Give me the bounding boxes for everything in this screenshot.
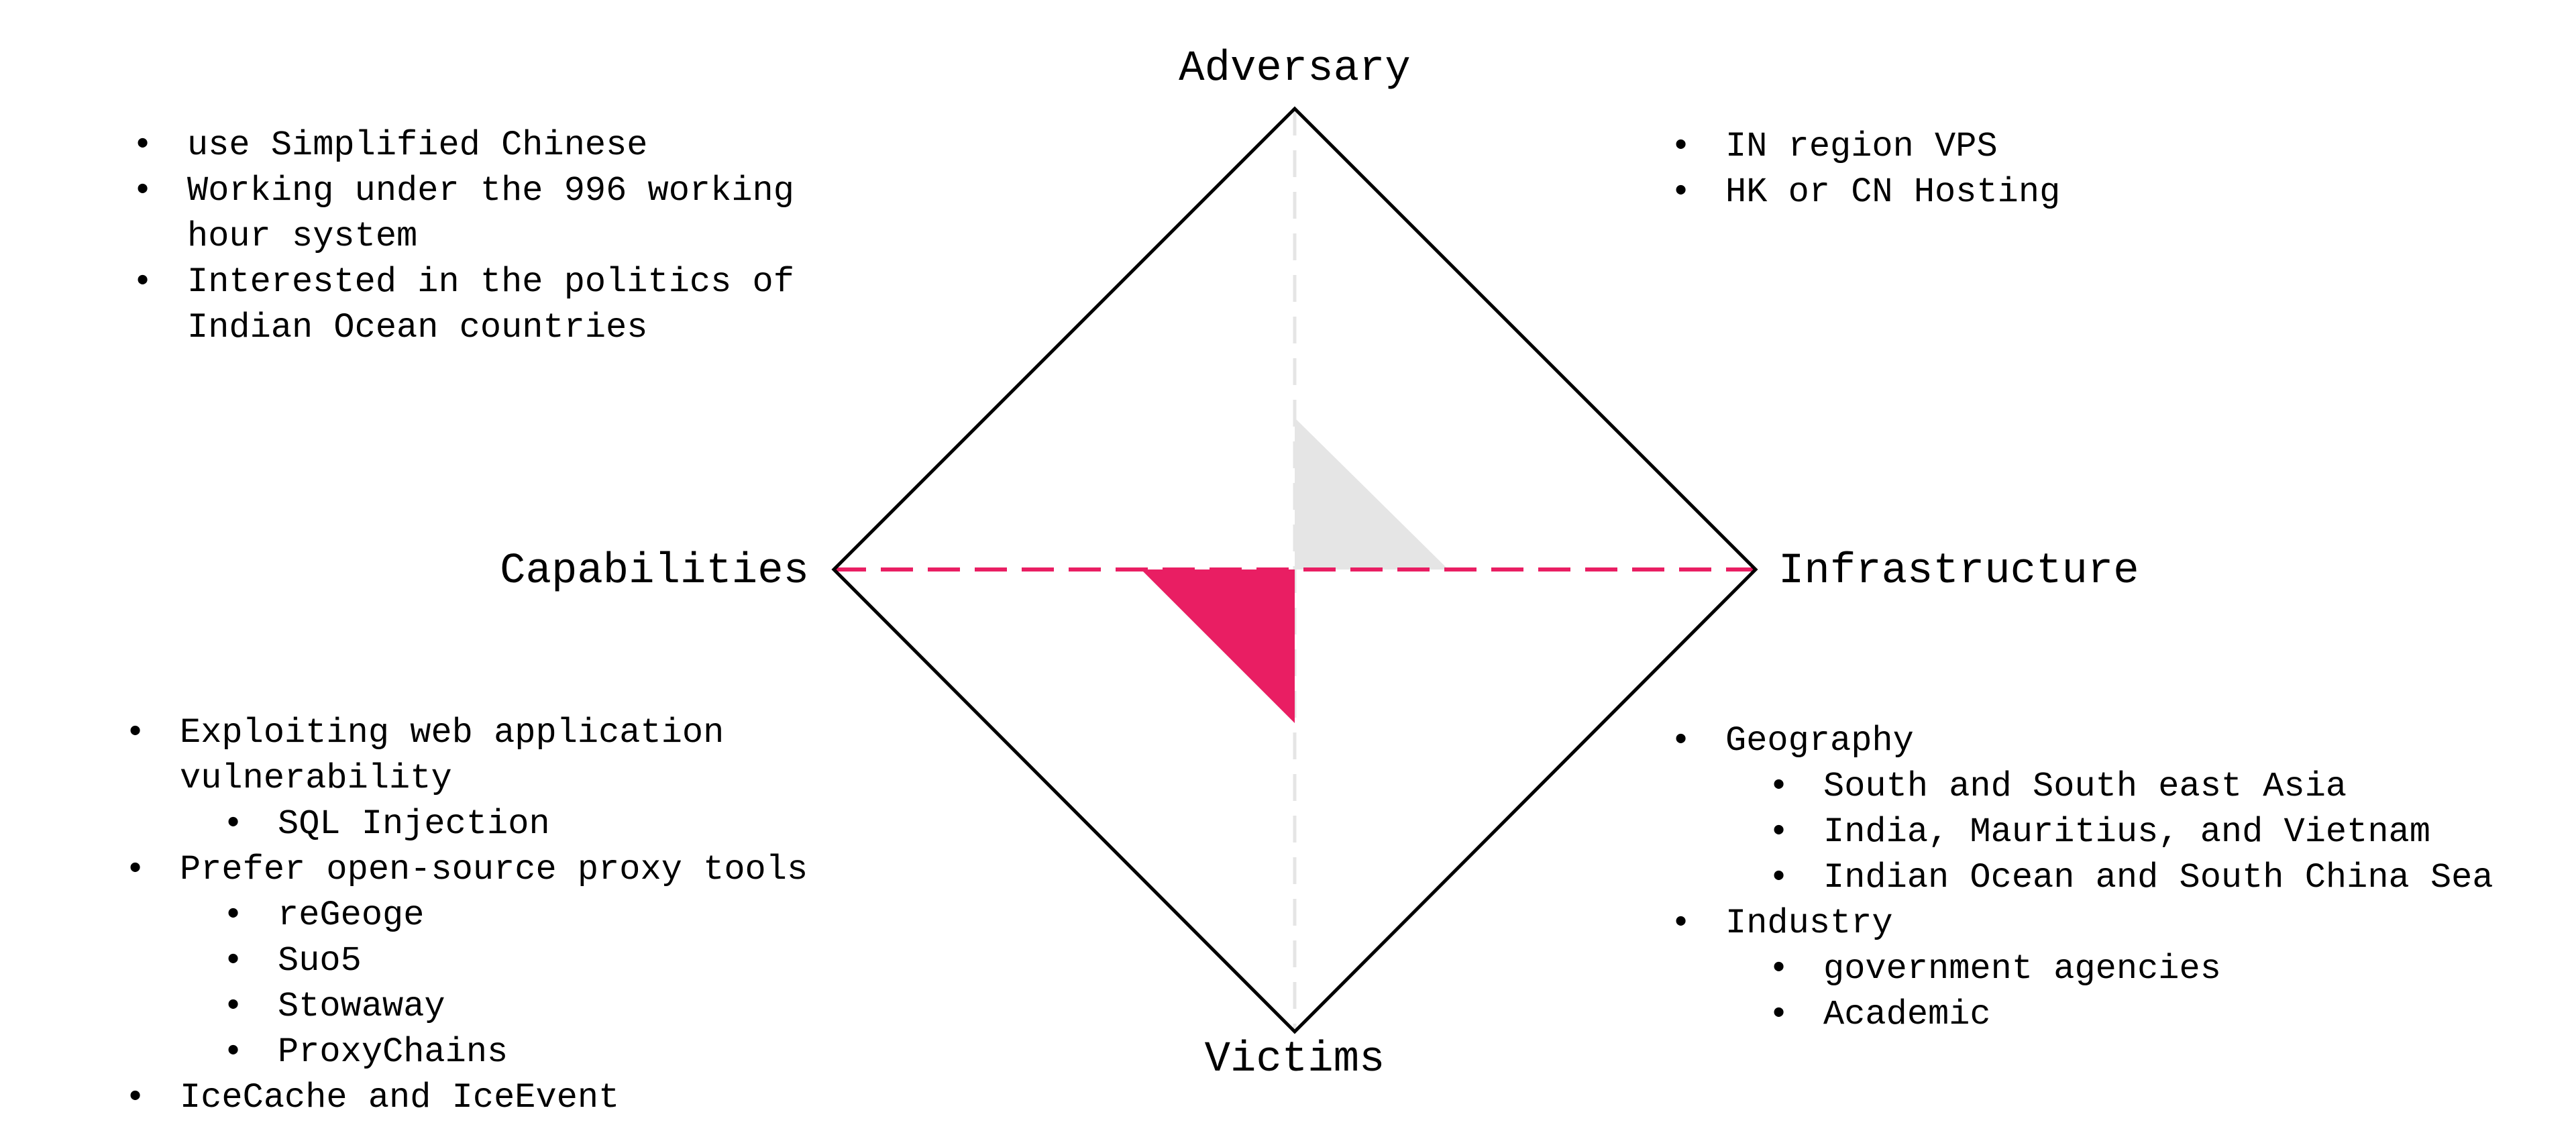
bullet-icon: • xyxy=(1768,812,1790,852)
vertex-label-adversary: Adversary xyxy=(1179,45,1411,93)
list-item: • IN region VPS xyxy=(1670,124,2060,170)
note-text: reGeoge xyxy=(278,895,425,935)
bullet-icon: • xyxy=(223,1032,244,1072)
list-item: • Industry xyxy=(1670,901,2493,946)
vertex-label-victims: Victims xyxy=(1204,1036,1385,1084)
sub-list-item: • India, Mauritius, and Vietnam xyxy=(1670,810,2493,855)
note-text: Suo5 xyxy=(278,941,362,981)
bullet-icon: • xyxy=(125,1078,146,1118)
bullet-icon: • xyxy=(125,850,146,889)
list-item-continuation: Indian Ocean countries xyxy=(132,305,794,351)
note-text: IN region VPS xyxy=(1725,127,1998,166)
bullet-icon: • xyxy=(1670,172,1692,212)
vertex-label-infrastructure: Infrastructure xyxy=(1778,547,2139,596)
capabilities-victims-triangle xyxy=(1141,569,1295,723)
bullet-icon: • xyxy=(1768,858,1790,897)
sub-list-item: • government agencies xyxy=(1670,946,2493,992)
list-item-continuation: vulnerability xyxy=(125,756,808,802)
bullet-icon: • xyxy=(132,125,154,165)
note-text: Prefer open-source proxy tools xyxy=(180,850,808,889)
list-item: • HK or CN Hosting xyxy=(1670,170,2060,215)
capabilities-notes: • Exploiting web application vulnerabilit… xyxy=(125,710,808,1121)
note-text: hour system xyxy=(187,217,418,256)
diamond-outline xyxy=(831,106,1758,1034)
bullet-icon: • xyxy=(1670,904,1692,943)
victims-notes: • Geography • South and South east Asia • I… xyxy=(1670,718,2493,1038)
list-item: • Exploiting web application xyxy=(125,710,808,756)
note-text: Indian Ocean and South China Sea xyxy=(1823,858,2493,897)
sub-list-item: • Indian Ocean and South China Sea xyxy=(1670,855,2493,901)
note-text: Geography xyxy=(1725,721,1914,761)
list-item: • Working under the 996 working xyxy=(132,168,794,214)
note-text: Exploiting web application xyxy=(180,713,724,753)
bullet-icon: • xyxy=(223,987,244,1026)
note-text: SQL Injection xyxy=(278,804,550,844)
note-text: Interested in the politics of xyxy=(187,262,794,302)
sub-list-item: • ProxyChains xyxy=(125,1030,808,1075)
note-text: IceCache and IceEvent xyxy=(180,1078,620,1118)
bullet-icon: • xyxy=(223,941,244,981)
list-item: • IceCache and IceEvent xyxy=(125,1075,808,1121)
list-item: • Geography xyxy=(1670,718,2493,764)
adversary-infrastructure-triangle xyxy=(1295,418,1448,569)
note-text: India, Mauritius, and Vietnam xyxy=(1823,812,2430,852)
bullet-icon: • xyxy=(132,262,154,302)
bullet-icon: • xyxy=(125,713,146,753)
sub-list-item: • Academic xyxy=(1670,992,2493,1038)
note-text: government agencies xyxy=(1823,949,2221,989)
note-text: Industry xyxy=(1725,904,1893,943)
bullet-icon: • xyxy=(1670,127,1692,166)
adversary-notes: • use Simplified Chinese • Working under t… xyxy=(132,123,794,351)
note-text: HK or CN Hosting xyxy=(1725,172,2061,212)
note-text: vulnerability xyxy=(180,759,452,798)
list-item: • Prefer open-source proxy tools xyxy=(125,847,808,893)
list-item: • Interested in the politics of xyxy=(132,260,794,305)
bullet-icon: • xyxy=(223,804,244,844)
note-text: Academic xyxy=(1823,995,1991,1034)
sub-list-item: • Stowaway xyxy=(125,984,808,1030)
infrastructure-notes: • IN region VPS • HK or CN Hosting xyxy=(1670,124,2060,215)
bullet-icon: • xyxy=(1768,949,1790,989)
note-text: use Simplified Chinese xyxy=(187,125,648,165)
note-text: ProxyChains xyxy=(278,1032,508,1072)
vertex-label-capabilities: Capabilities xyxy=(500,547,809,596)
sub-list-item: • South and South east Asia xyxy=(1670,764,2493,810)
note-text: Stowaway xyxy=(278,987,445,1026)
bullet-icon: • xyxy=(223,895,244,935)
list-item: • use Simplified Chinese xyxy=(132,123,794,168)
note-text: Indian Ocean countries xyxy=(187,308,648,347)
bullet-icon: • xyxy=(132,171,154,211)
bullet-icon: • xyxy=(1670,721,1692,761)
bullet-icon: • xyxy=(1768,995,1790,1034)
sub-list-item: • reGeoge xyxy=(125,893,808,938)
list-item-continuation: hour system xyxy=(132,214,794,260)
sub-list-item: • SQL Injection xyxy=(125,802,808,847)
sub-list-item: • Suo5 xyxy=(125,938,808,984)
bullet-icon: • xyxy=(1768,767,1790,806)
note-text: Working under the 996 working xyxy=(187,171,794,211)
note-text: South and South east Asia xyxy=(1823,767,2347,806)
